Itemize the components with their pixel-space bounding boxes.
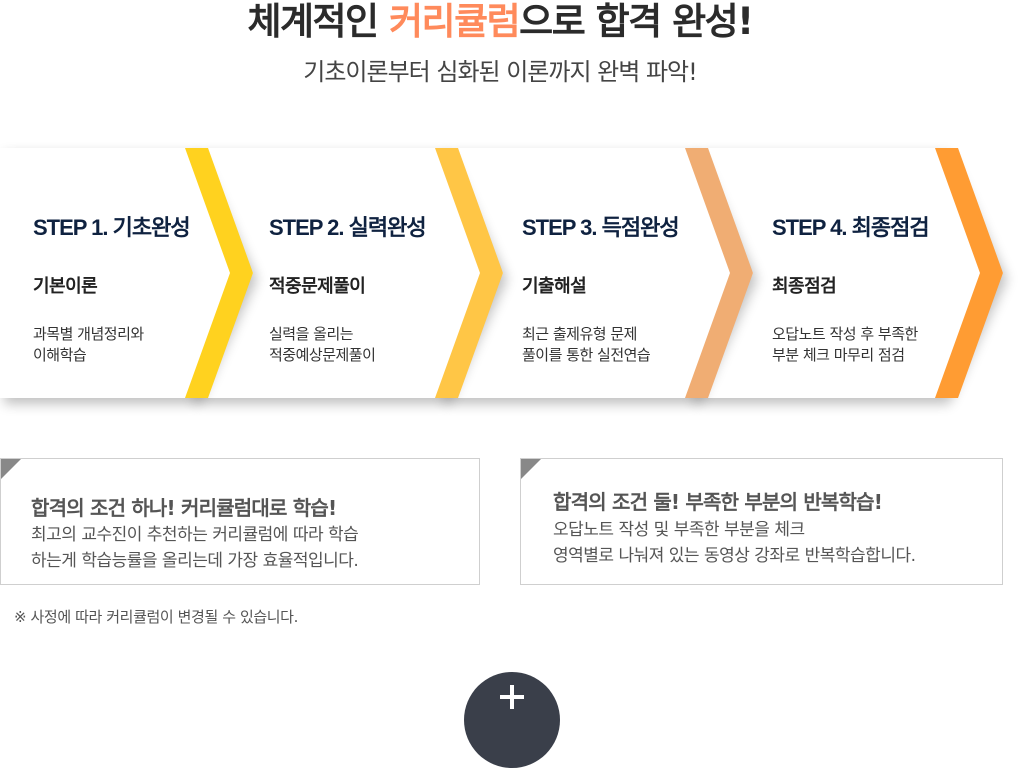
step-desc-line: 풀이를 통한 실전연습 [522, 346, 651, 364]
step-card-2 [190, 148, 503, 398]
condition-title: 합격의 조건 둘! 부족한 부분의 반복학습! [553, 490, 883, 514]
step-3: STEP 3. 득점완성 기출해설 최근 출제유형 문제 풀이를 통한 실전연습 [522, 148, 722, 398]
step-subtitle: 적중문제풀이 [269, 276, 366, 297]
step-desc-line: 적중예상문제풀이 [269, 346, 376, 364]
page-headline: 체계적인 커리큘럼으로 합격 완성! [0, 0, 1000, 44]
condition-line: 영역별로 나눠져 있는 동영상 강좌로 반복학습합니다. [553, 546, 916, 566]
notice-text: ※ 사정에 따라 커리큘럼이 변경될 수 있습니다. [14, 608, 298, 626]
step-4: STEP 4. 최종점검 최종점검 오답노트 작성 후 부족한 부분 체크 마무… [772, 148, 972, 398]
condition-line: 오답노트 작성 및 부족한 부분을 체크 [553, 520, 805, 540]
condition-title: 합격의 조건 하나! 커리큘럼대로 학습! [31, 496, 337, 520]
condition-box-1: 합격의 조건 하나! 커리큘럼대로 학습! 최고의 교수진이 추천하는 커리큘럼… [0, 458, 480, 585]
headline-accent: 커리큘럼 [388, 0, 521, 43]
condition-body: 최고의 교수진이 추천하는 커리큘럼에 따라 학습 하는게 학습능률을 올리는데… [31, 522, 359, 574]
steps-background [0, 148, 1003, 398]
condition-line: 최고의 교수진이 추천하는 커리큘럼에 따라 학습 [31, 525, 359, 545]
condition-line: 하는게 학습능률을 올리는데 가장 효율적입니다. [31, 551, 359, 571]
step-subtitle: 기본이론 [33, 276, 98, 297]
step-card-3 [440, 148, 753, 398]
step-desc-line: 부분 체크 마무리 점검 [772, 346, 905, 364]
headline-part1: 체계적인 [247, 0, 389, 43]
step-subtitle: 기출해설 [522, 276, 587, 297]
condition-box-2: 합격의 조건 둘! 부족한 부분의 반복학습! 오답노트 작성 및 부족한 부분… [520, 458, 1003, 585]
step-description: 최근 출제유형 문제 풀이를 통한 실전연습 [522, 324, 651, 366]
step-subtitle: 최종점검 [772, 276, 837, 297]
step-desc-line: 오답노트 작성 후 부족한 [772, 325, 918, 343]
step-desc-line: 이해학습 [33, 346, 87, 364]
condition-body: 오답노트 작성 및 부족한 부분을 체크 영역별로 나눠져 있는 동영상 강좌로… [553, 517, 916, 569]
step-title: STEP 1. 기초완성 [33, 215, 191, 240]
step-description: 실력을 올리는 적중예상문제풀이 [269, 324, 376, 366]
step-description: 과목별 개념정리와 이해학습 [33, 324, 144, 366]
page-subtitle: 기초이론부터 심화된 이론까지 완벽 파악! [303, 58, 698, 86]
step-title: STEP 2. 실력완성 [269, 215, 427, 240]
step-desc-line: 실력을 올리는 [269, 325, 354, 343]
step-1: STEP 1. 기초완성 기본이론 과목별 개념정리와 이해학습 [33, 148, 233, 398]
step-desc-line: 과목별 개념정리와 [33, 325, 144, 343]
headline-part2: 으로 합격 완성! [519, 0, 754, 43]
step-2: STEP 2. 실력완성 적중문제풀이 실력을 올리는 적중예상문제풀이 [269, 148, 469, 398]
step-card-4 [690, 148, 1003, 398]
more-button[interactable] [464, 672, 560, 768]
step-description: 오답노트 작성 후 부족한 부분 체크 마무리 점검 [772, 324, 918, 366]
step-desc-line: 최근 출제유형 문제 [522, 325, 637, 343]
step-card-1 [0, 148, 253, 398]
corner-mark [521, 459, 541, 479]
corner-mark [1, 459, 21, 479]
step-title: STEP 3. 득점완성 [522, 215, 680, 240]
step-title: STEP 4. 최종점검 [772, 215, 930, 240]
